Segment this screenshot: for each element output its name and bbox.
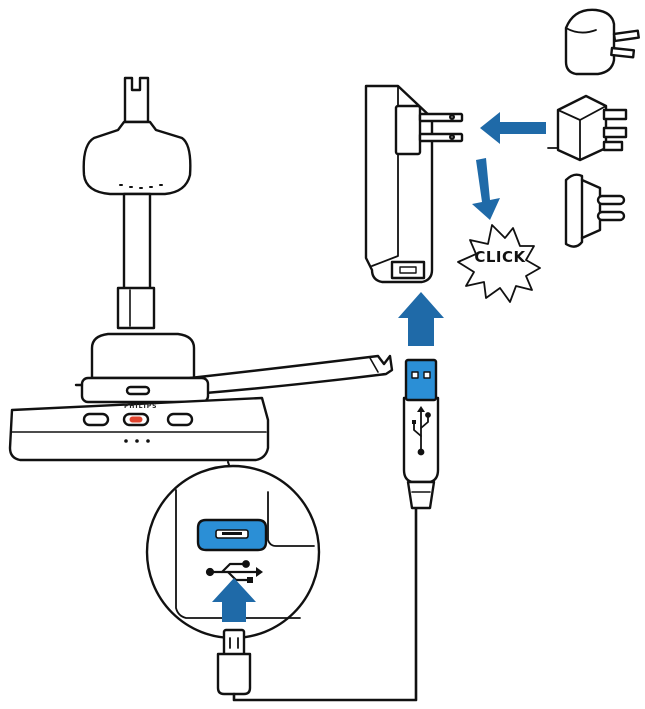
status-led — [129, 416, 143, 423]
insert-plug-arrow — [480, 112, 546, 144]
micro-usb-insert-up-arrow — [212, 578, 256, 622]
usb-power-adapter — [364, 84, 464, 284]
click-burst-icon — [457, 224, 541, 303]
click-label: CLICK — [474, 248, 526, 266]
usb-symbol-icon — [205, 560, 263, 583]
plug-adapter-australian — [564, 8, 640, 76]
usb-insert-up-arrow — [398, 292, 444, 346]
slide-down-arrow — [472, 158, 500, 220]
headset-on-charging-dock — [8, 76, 394, 462]
brand-label: PHILIPS — [124, 403, 157, 410]
usb-cable — [216, 358, 440, 702]
plug-adapter-uk — [547, 94, 628, 162]
usb-plug-symbol-icon — [412, 406, 431, 456]
plug-adapter-european — [564, 173, 626, 248]
micro-usb-port-zoom-callout — [145, 461, 321, 640]
usb-a-connector — [404, 358, 438, 402]
